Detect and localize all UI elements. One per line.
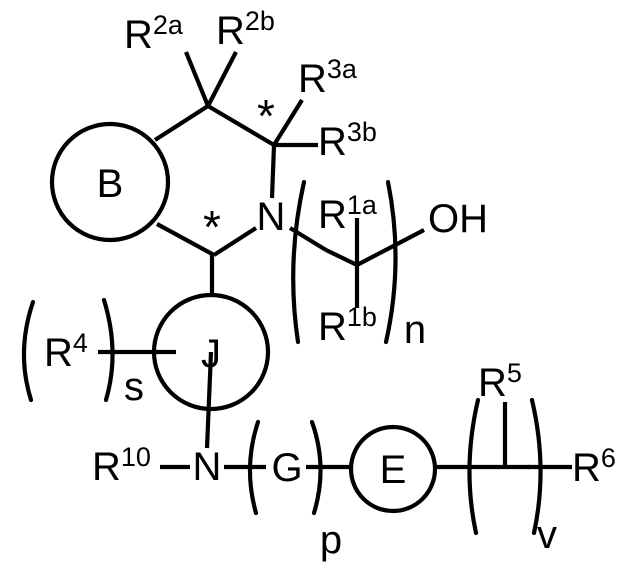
stereocenter-star-lower: *: [203, 201, 221, 253]
paren-r4-left: [21, 299, 36, 403]
label-r1b-base: R: [318, 305, 347, 349]
r2-bonds: [184, 51, 238, 107]
bond-c3-n: [269, 144, 277, 199]
label-r10-sup: 10: [121, 442, 151, 472]
label-r2b: R2b: [216, 6, 275, 53]
label-oh: OH: [428, 197, 488, 241]
label-r6-base: R: [572, 446, 601, 490]
label-r3b-base: R: [318, 120, 347, 164]
paren-g-left: [247, 419, 261, 516]
label-r1b-sup: 1b: [347, 302, 377, 332]
bond-c2-c3: [206, 104, 276, 147]
subscript-n: n: [404, 308, 426, 352]
label-r10: R10: [92, 442, 151, 489]
bond-sidechain-oh: [356, 228, 425, 267]
bond-c2-r2a: [184, 51, 210, 107]
subscript-v: v: [537, 513, 557, 557]
label-r2b-sup: 2b: [245, 6, 275, 36]
label-r5-sup: 5: [507, 358, 522, 388]
label-r5-base: R: [478, 361, 507, 405]
paren-v-left: [467, 397, 481, 536]
paren-n-right: [383, 179, 398, 345]
bond-c2-r2b: [206, 51, 238, 107]
subscript-p: p: [320, 518, 342, 562]
label-r4: R4: [44, 328, 88, 375]
label-r10-base: R: [92, 445, 121, 489]
label-r2a-sup: 2a: [153, 10, 184, 40]
label-r1a: R1a: [318, 190, 378, 237]
ring-e-label: E: [380, 448, 407, 492]
r3-bonds: [272, 98, 318, 148]
ring-bonds: [153, 104, 277, 257]
paren-r4-right: [101, 297, 115, 403]
label-r3a-sup: 3a: [327, 54, 358, 84]
bond-sidechain-c: [325, 248, 358, 267]
n-sidechain: [288, 218, 425, 308]
label-r3a-base: R: [298, 57, 327, 101]
amide-nitrogen-label: N: [193, 445, 222, 489]
bond-n-c6: [212, 226, 258, 257]
ring-b-circle: [49, 121, 171, 243]
label-r2b-base: R: [216, 9, 245, 53]
label-r5: R5: [478, 358, 522, 405]
bond-j-amide-n: [204, 351, 214, 449]
label-r4-sup: 4: [73, 328, 88, 358]
subscript-s: s: [124, 365, 144, 409]
ring-nitrogen-label: N: [257, 195, 286, 239]
linker-g-label: G: [271, 446, 302, 490]
label-r2a: R2a: [124, 10, 184, 57]
label-r2a-base: R: [124, 13, 153, 57]
label-r1a-sup: 1a: [347, 190, 378, 220]
ring-b-label: B: [97, 162, 124, 206]
bond-c6-bring: [155, 222, 216, 257]
stereocenter-star-upper: *: [257, 90, 275, 142]
label-r3b: R3b: [318, 117, 377, 164]
paren-n-left: [291, 179, 307, 345]
label-r1a-base: R: [318, 193, 347, 237]
label-r6-sup: 6: [601, 443, 616, 473]
label-r6: R6: [572, 443, 616, 490]
label-r3a: R3a: [298, 54, 358, 101]
label-r1b: R1b: [318, 302, 377, 349]
bond-c2-bring: [153, 104, 210, 142]
bond-c3-r3a: [272, 98, 304, 147]
label-r4-base: R: [44, 331, 73, 375]
label-r3b-sup: 3b: [347, 117, 377, 147]
